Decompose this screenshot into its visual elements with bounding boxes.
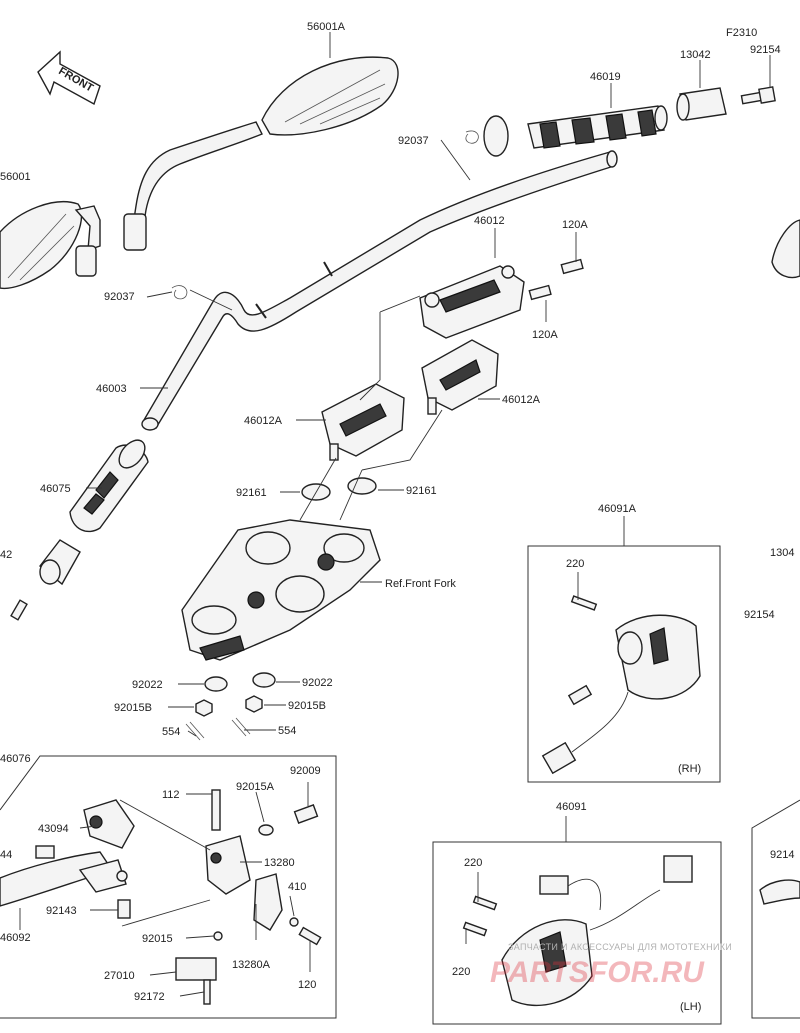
bar-end-13042[interactable] xyxy=(676,87,727,121)
bolt-92154-top[interactable] xyxy=(740,86,776,105)
pin-92037-top[interactable] xyxy=(465,130,479,144)
pin-92037-left[interactable] xyxy=(171,285,188,300)
holder-46012A-right[interactable] xyxy=(421,339,499,415)
label-92022-left: 92022 xyxy=(132,679,163,691)
mirror-partial-right xyxy=(771,219,800,279)
label-43094: 43094 xyxy=(38,823,69,835)
label-92037-left: 92037 xyxy=(104,291,135,303)
upper-triple-clamp[interactable] xyxy=(181,519,381,661)
nut-92015B-left[interactable] xyxy=(195,699,213,717)
label-220-rh: 220 xyxy=(566,558,584,570)
handlebar-46003[interactable] xyxy=(141,150,618,431)
label-120A-bottom: 120A xyxy=(532,329,558,341)
label-46092: 46092 xyxy=(0,932,31,944)
label-56001A: 56001A xyxy=(307,21,346,33)
label-92015B-right: 92015B xyxy=(288,700,326,712)
label-92015: 92015 xyxy=(142,933,173,945)
label-220-lh-bottom: 220 xyxy=(452,966,470,978)
label-92022-right: 92022 xyxy=(302,677,333,689)
lever-assembly[interactable] xyxy=(0,789,322,1005)
label-13280A: 13280A xyxy=(232,959,271,971)
label-112: 112 xyxy=(162,789,180,801)
mirror-left-56001[interactable] xyxy=(0,201,101,290)
washer-92161-right[interactable] xyxy=(347,477,377,495)
label-46012A-right: 46012A xyxy=(502,394,541,406)
bar-end-left[interactable] xyxy=(39,539,81,586)
label-92154-right: 92154 xyxy=(744,609,775,621)
label-46012: 46012 xyxy=(474,215,505,227)
label-92154-top: 92154 xyxy=(750,44,781,56)
leader-lines xyxy=(86,32,771,737)
label-120: 120 xyxy=(298,979,316,991)
label-27010: 27010 xyxy=(104,970,135,982)
label-46075: 46075 xyxy=(40,483,71,495)
switch-lh-46091[interactable] xyxy=(462,855,693,1007)
label-46091A: 46091A xyxy=(598,503,637,515)
label-ref-front-fork: Ref.Front Fork xyxy=(385,578,456,590)
label-554-left: 554 xyxy=(162,726,180,738)
label-92037-top: 92037 xyxy=(398,135,429,147)
holder-46012A-left[interactable] xyxy=(321,383,405,461)
label-92161-left: 92161 xyxy=(236,487,267,499)
lever-frame xyxy=(0,755,337,1019)
mirror-right-56001A[interactable] xyxy=(123,56,399,251)
front-arrow-icon: FRONT xyxy=(37,50,101,106)
label-554-right: 554 xyxy=(278,725,296,737)
nut-92015B-right[interactable] xyxy=(245,695,263,713)
label-92015A: 92015A xyxy=(236,781,275,793)
cotter-pin-554-left[interactable] xyxy=(185,721,205,741)
switch-rh-46091A[interactable] xyxy=(541,595,701,775)
label-410: 410 xyxy=(288,881,306,893)
label-92009: 92009 xyxy=(290,765,321,777)
washer-92022-left[interactable] xyxy=(204,676,228,692)
label-92143: 92143 xyxy=(46,905,77,917)
watermark-logo: PARTSFOR.RU xyxy=(490,956,705,989)
label-46012A-left: 46012A xyxy=(244,415,283,427)
label-44-cut: 44 xyxy=(0,849,12,861)
label-46019: 46019 xyxy=(590,71,621,83)
label-92161-right: 92161 xyxy=(406,485,437,497)
label-92015B-left: 92015B xyxy=(114,702,152,714)
label-rh: (RH) xyxy=(678,763,701,775)
holder-46012[interactable] xyxy=(419,265,525,339)
washer-92022-right[interactable] xyxy=(252,672,276,688)
label-F2310: F2310 xyxy=(726,27,757,39)
throttle-grip-46019[interactable] xyxy=(483,105,668,157)
bolt-120A-bottom[interactable] xyxy=(528,284,552,301)
label-46091: 46091 xyxy=(556,801,587,813)
bolt-left-edge[interactable] xyxy=(10,599,28,621)
bolt-120A-top[interactable] xyxy=(560,258,584,275)
label-220-lh-top: 220 xyxy=(464,857,482,869)
label-120A-top: 120A xyxy=(562,219,588,231)
lh-switch-frame xyxy=(432,841,722,1025)
cotter-pin-554-right[interactable] xyxy=(231,717,251,737)
lever-leader-lines xyxy=(19,782,311,997)
label-42-cut: 42 xyxy=(0,549,12,561)
label-56001: 56001 xyxy=(0,171,31,183)
label-13042-top: 13042 xyxy=(680,49,711,61)
label-92172: 92172 xyxy=(134,991,165,1003)
partial-frame-right xyxy=(751,799,800,1019)
grip-46075[interactable] xyxy=(69,435,150,533)
label-13280: 13280 xyxy=(264,857,295,869)
label-1304-cut: 1304 xyxy=(770,547,794,559)
label-lh: (LH) xyxy=(680,1001,701,1013)
watermark-tagline: ЗАПЧАСТИ И АКСЕССУАРЫ ДЛЯ МОТОТЕХНИКИ xyxy=(508,942,732,952)
label-46003: 46003 xyxy=(96,383,127,395)
partial-lever-right xyxy=(759,879,800,905)
label-9214-cut: 9214 xyxy=(770,849,794,861)
label-46076: 46076 xyxy=(0,753,31,765)
